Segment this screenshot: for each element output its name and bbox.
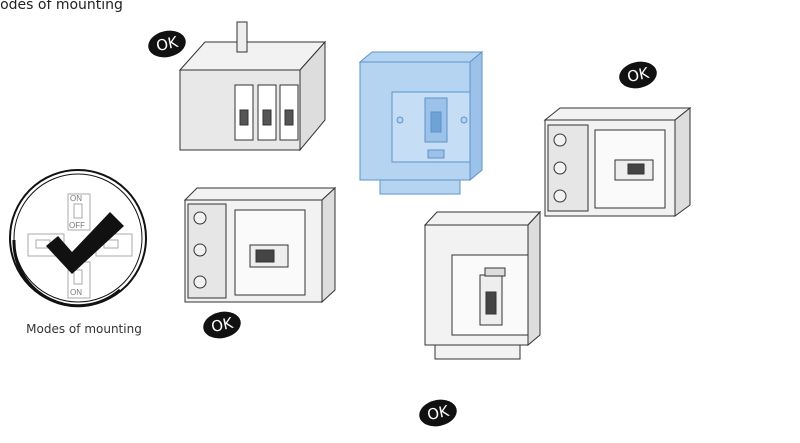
breaker-front-view <box>423 210 542 360</box>
breaker-horizontal-right <box>543 106 692 217</box>
breaker-highlighted <box>358 50 484 195</box>
switch-label-on: ON <box>70 194 82 203</box>
mounting-modes-icon: ON OFF ON <box>9 169 147 308</box>
switch-label-on-bottom: ON <box>70 288 82 297</box>
breaker-rear-view <box>178 21 327 152</box>
mounting-caption: Modes of mounting <box>26 322 142 336</box>
section-title: Modes of mounting <box>0 0 123 13</box>
switch-label-off: OFF <box>69 221 85 230</box>
breaker-horizontal-left <box>183 186 337 304</box>
